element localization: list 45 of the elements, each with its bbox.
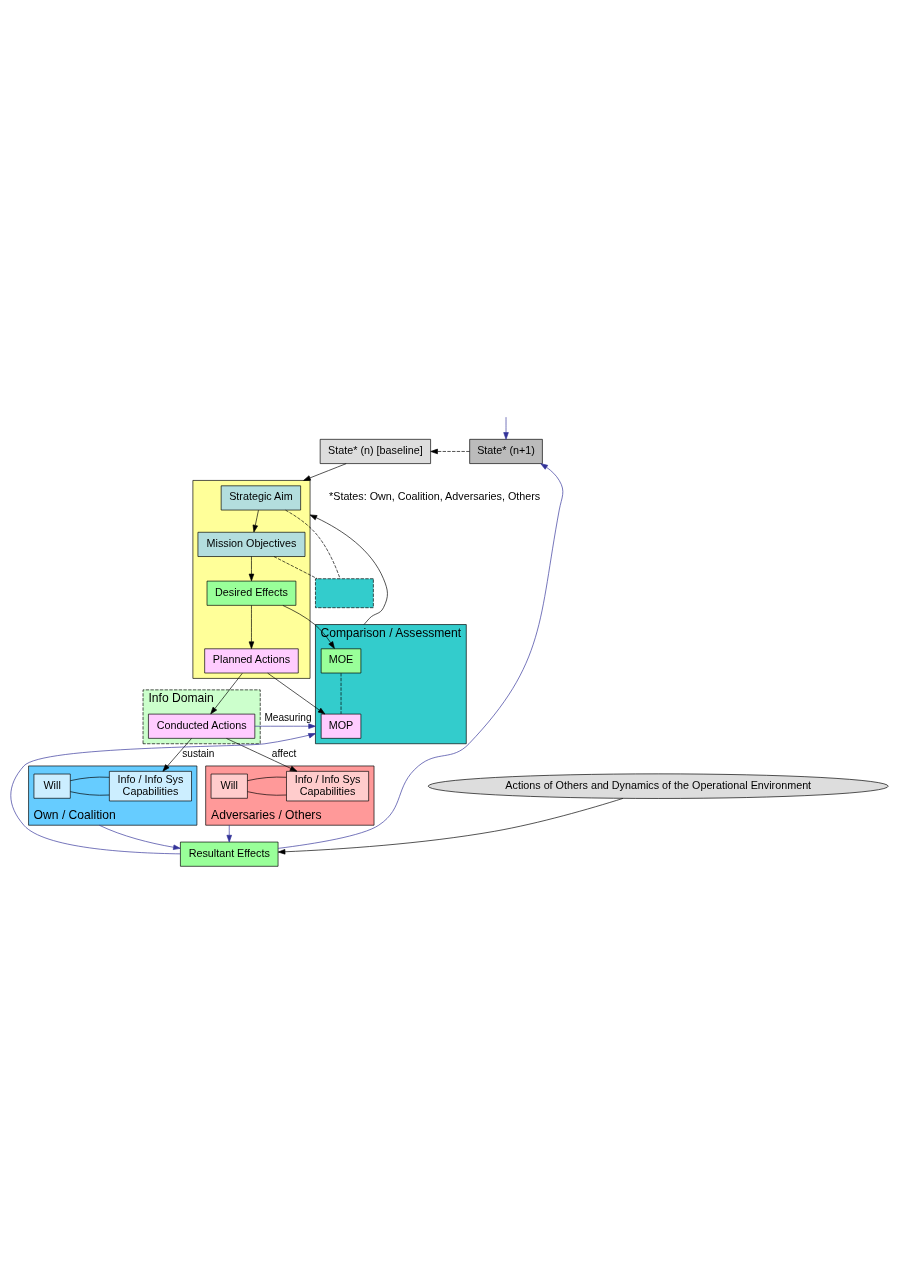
node-box: Will: [210, 773, 248, 799]
node-box: Conducted Actions: [148, 713, 256, 739]
arrow: [98, 824, 181, 850]
node-box: Info / Info Sys Capabilities: [109, 770, 192, 801]
label: *States: Own, Coalition, Adversaries, Others: [329, 489, 541, 502]
arrow: [226, 824, 232, 842]
node-box: Strategic Aim: [220, 484, 301, 510]
arrow: [503, 416, 509, 440]
arrow: [303, 462, 347, 481]
arrow: [210, 672, 243, 714]
node-ellipse: Actions of Others and Dynamics of the Operational Environment: [427, 773, 889, 799]
connector: [70, 776, 110, 781]
arrow: [267, 672, 326, 714]
arrow: [282, 604, 335, 649]
edge-label: Measuring: [264, 711, 312, 723]
node-box: Resultant Effects: [180, 841, 279, 867]
node-box: Will: [33, 773, 71, 799]
arrow: [226, 737, 298, 772]
arrow: [248, 604, 255, 649]
connector: [247, 790, 287, 796]
connector: [247, 776, 287, 781]
connector: [70, 790, 110, 796]
node-box: Planned Actions: [204, 647, 299, 673]
arrow: [10, 732, 316, 854]
arrow: [162, 737, 192, 772]
node-box: State* (n+1): [469, 438, 543, 464]
arrow: [252, 509, 259, 532]
arrow: [254, 723, 316, 729]
node-box: State* (n) [baseline]: [319, 438, 431, 464]
arrow: [277, 462, 564, 849]
node-box: Desired Effects: [206, 580, 297, 606]
node-box: Info / Info Sys Capabilities: [286, 770, 369, 801]
edge-label: affect: [271, 747, 297, 759]
connector: [273, 555, 318, 579]
edge-label: sustain: [182, 747, 215, 759]
node-box: MOP: [320, 713, 362, 739]
arrow: [430, 448, 470, 454]
node-box: Mission Objectives: [197, 531, 306, 557]
node-box: [315, 577, 374, 608]
cluster: [192, 479, 311, 679]
arrow: [248, 555, 255, 581]
arrow: [309, 514, 388, 625]
arrow: [277, 797, 624, 854]
node-box: MOE: [320, 647, 362, 673]
connector: [285, 509, 341, 579]
